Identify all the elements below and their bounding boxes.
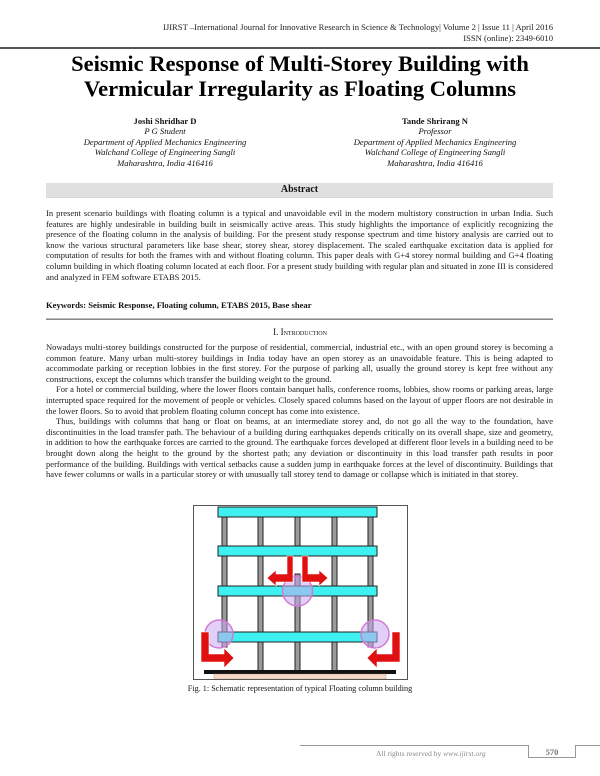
author-role: Professor xyxy=(418,126,452,137)
paper-title: Seismic Response of Multi-Storey Buildin… xyxy=(0,51,600,101)
header-rule xyxy=(0,47,600,49)
footer-rule xyxy=(300,745,528,746)
figure-floating-column-schematic xyxy=(193,505,408,680)
rights-text: All rights reserved by xyxy=(376,749,444,758)
figure-caption: Fig. 1: Schematic representation of typi… xyxy=(187,684,413,693)
author-college: Walchand College of Engineering Sangli xyxy=(364,147,506,158)
author-block: Joshi Shridhar D P G Student Department … xyxy=(40,116,290,168)
keywords: Keywords: Seismic Response, Floating col… xyxy=(46,300,312,310)
paragraph: Nowadays multi-storey buildings construc… xyxy=(46,342,553,384)
abstract-underline xyxy=(46,197,553,198)
paragraph: For a hotel or commercial building, wher… xyxy=(46,384,553,416)
foundation xyxy=(213,673,387,679)
abstract-heading: Abstract xyxy=(46,183,553,197)
section-heading-introduction: I. Introduction xyxy=(273,327,327,337)
building-frame-diagram xyxy=(200,506,401,679)
load-path-arrows xyxy=(200,555,401,669)
author-location: Maharashtra, India 416416 xyxy=(117,157,213,168)
page-number-box xyxy=(528,745,576,758)
journal-citation: IJIRST –International Journal for Innova… xyxy=(162,22,553,32)
author-location: Maharashtra, India 416416 xyxy=(387,157,483,168)
issn: ISSN (online): 2349-6010 xyxy=(463,33,553,43)
author-department: Department of Applied Mechanics Engineer… xyxy=(353,136,517,147)
page-number: 570 xyxy=(545,747,559,757)
title-line-1: Seismic Response of Multi-Storey Buildin… xyxy=(71,51,529,76)
author-block: Tande Shrirang N Professor Department of… xyxy=(310,116,560,168)
author-name: Joshi Shridhar D xyxy=(133,116,197,126)
author-role: P G Student xyxy=(144,126,186,137)
footer-rule xyxy=(576,745,600,746)
footer-rights: All rights reserved by www.ijirst.org xyxy=(376,749,486,758)
title-line-2: Vermicular Irregularity as Floating Colu… xyxy=(83,76,517,101)
introduction-body: Nowadays multi-storey buildings construc… xyxy=(46,342,553,480)
abstract-text: In present scenario buildings with float… xyxy=(46,208,553,282)
journal-url-link[interactable]: www.ijirst.org xyxy=(443,749,486,758)
section-divider xyxy=(46,318,553,320)
author-department: Department of Applied Mechanics Engineer… xyxy=(83,136,247,147)
journal-header: IJIRST –International Journal for Innova… xyxy=(163,22,553,44)
author-college: Walchand College of Engineering Sangli xyxy=(94,147,236,158)
author-name: Tande Shrirang N xyxy=(401,116,469,126)
discontinuity-highlights xyxy=(204,575,390,649)
paragraph: Thus, buildings with columns that hang o… xyxy=(46,416,553,480)
ground-line xyxy=(204,670,396,674)
